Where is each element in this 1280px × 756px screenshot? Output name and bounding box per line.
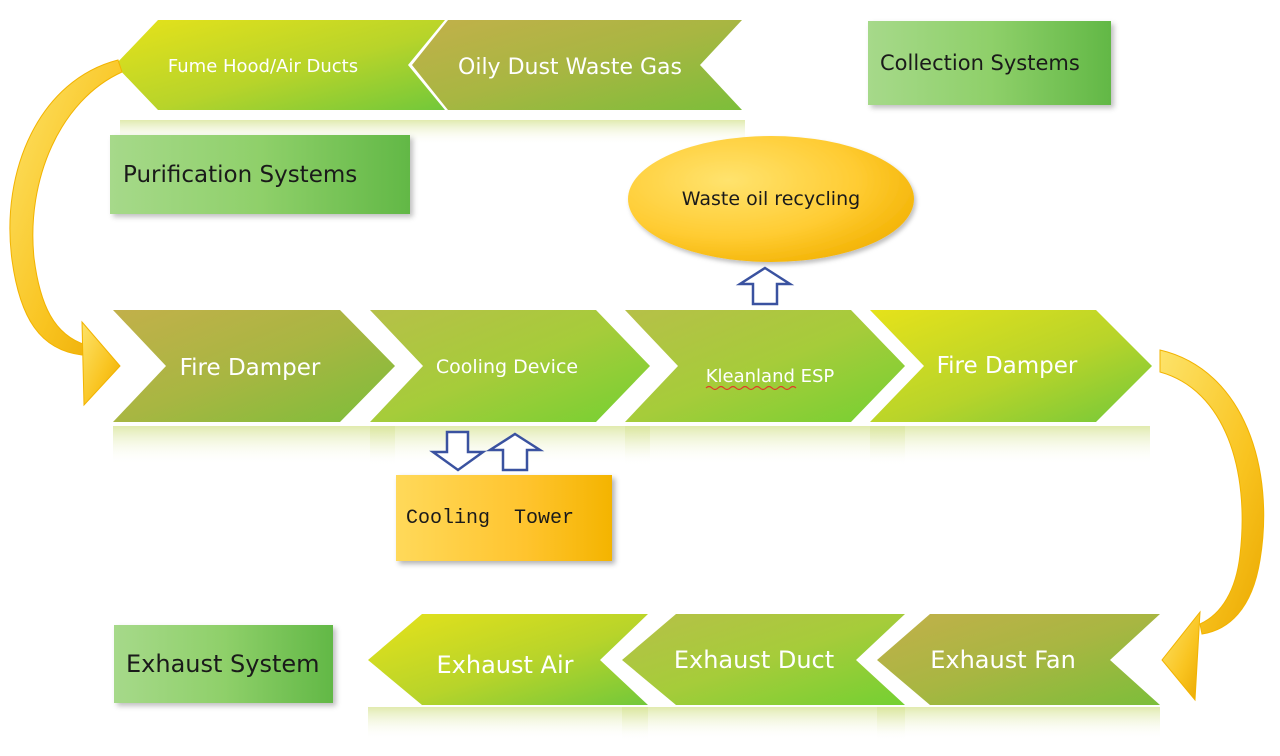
purification-systems-label: Purification Systems <box>110 135 410 214</box>
reflection <box>622 707 905 740</box>
chevron-fire-damper-1 <box>113 310 395 422</box>
cooling-tower-box: Cooling Tower <box>396 475 612 561</box>
chevron-kleanland-esp-label: Kleanland ESP <box>706 366 835 387</box>
chevron-exhaust-air <box>368 614 648 705</box>
cooling-tower-label: Cooling Tower <box>406 506 575 530</box>
chevron-exhaust-fan <box>877 614 1160 705</box>
reflection <box>113 426 395 465</box>
chevron-exhaust-duct <box>622 614 905 705</box>
exhaust-system-text: Exhaust System <box>126 650 320 678</box>
reflection <box>625 426 905 465</box>
reflection <box>368 707 648 740</box>
waste-oil-label: Waste oil recycling <box>682 188 860 210</box>
up-arrow-icon <box>485 432 545 472</box>
chevron-exhaust-air-label: Exhaust Air <box>437 651 574 679</box>
reflection <box>877 707 1160 740</box>
waste-oil-node: Waste oil recycling <box>628 136 914 262</box>
chevron-fire-damper-1-label: Fire Damper <box>180 355 321 381</box>
reflection <box>870 426 1150 465</box>
chevron-oily-dust-label: Oily Dust Waste Gas <box>458 55 682 80</box>
collection-systems-label: Collection Systems <box>868 21 1111 105</box>
exhaust-row: Exhaust Air Exhaust Duct Exhaust Fan <box>368 614 1160 740</box>
purification-row: Fire Damper Cooling Device Kleanland ESP… <box>113 310 1152 465</box>
chevron-exhaust-fan-label: Exhaust Fan <box>930 646 1076 674</box>
up-arrow-icon <box>735 266 795 306</box>
reflection <box>445 120 745 145</box>
right-arrowhead-icon <box>1161 610 1201 702</box>
chevron-exhaust-duct-label: Exhaust Duct <box>674 646 834 674</box>
down-arrow-icon <box>429 430 487 472</box>
chevron-fume-hood <box>115 20 445 110</box>
chevron-fire-damper-2-label: Fire Damper <box>937 353 1078 379</box>
chevron-fume-hood-label: Fume Hood/Air Ducts <box>168 56 358 77</box>
chevron-cooling-device-label: Cooling Device <box>436 356 578 378</box>
purification-systems-text: Purification Systems <box>123 161 358 188</box>
right-curved-arrow <box>1159 349 1265 702</box>
chevron-oily-dust <box>412 20 742 110</box>
chevron-fire-damper-2 <box>870 310 1152 422</box>
collection-systems-text: Collection Systems <box>880 51 1080 75</box>
spellcheck-underline <box>705 385 797 391</box>
chevron-cooling-device <box>370 310 650 422</box>
left-curved-arrow <box>9 59 123 407</box>
exhaust-system-label: Exhaust System <box>114 625 333 703</box>
chevron-kleanland-esp <box>625 310 905 422</box>
left-arrowhead-icon <box>81 320 121 407</box>
collection-row: Fume Hood/Air Ducts Oily Dust Waste Gas <box>115 20 745 145</box>
